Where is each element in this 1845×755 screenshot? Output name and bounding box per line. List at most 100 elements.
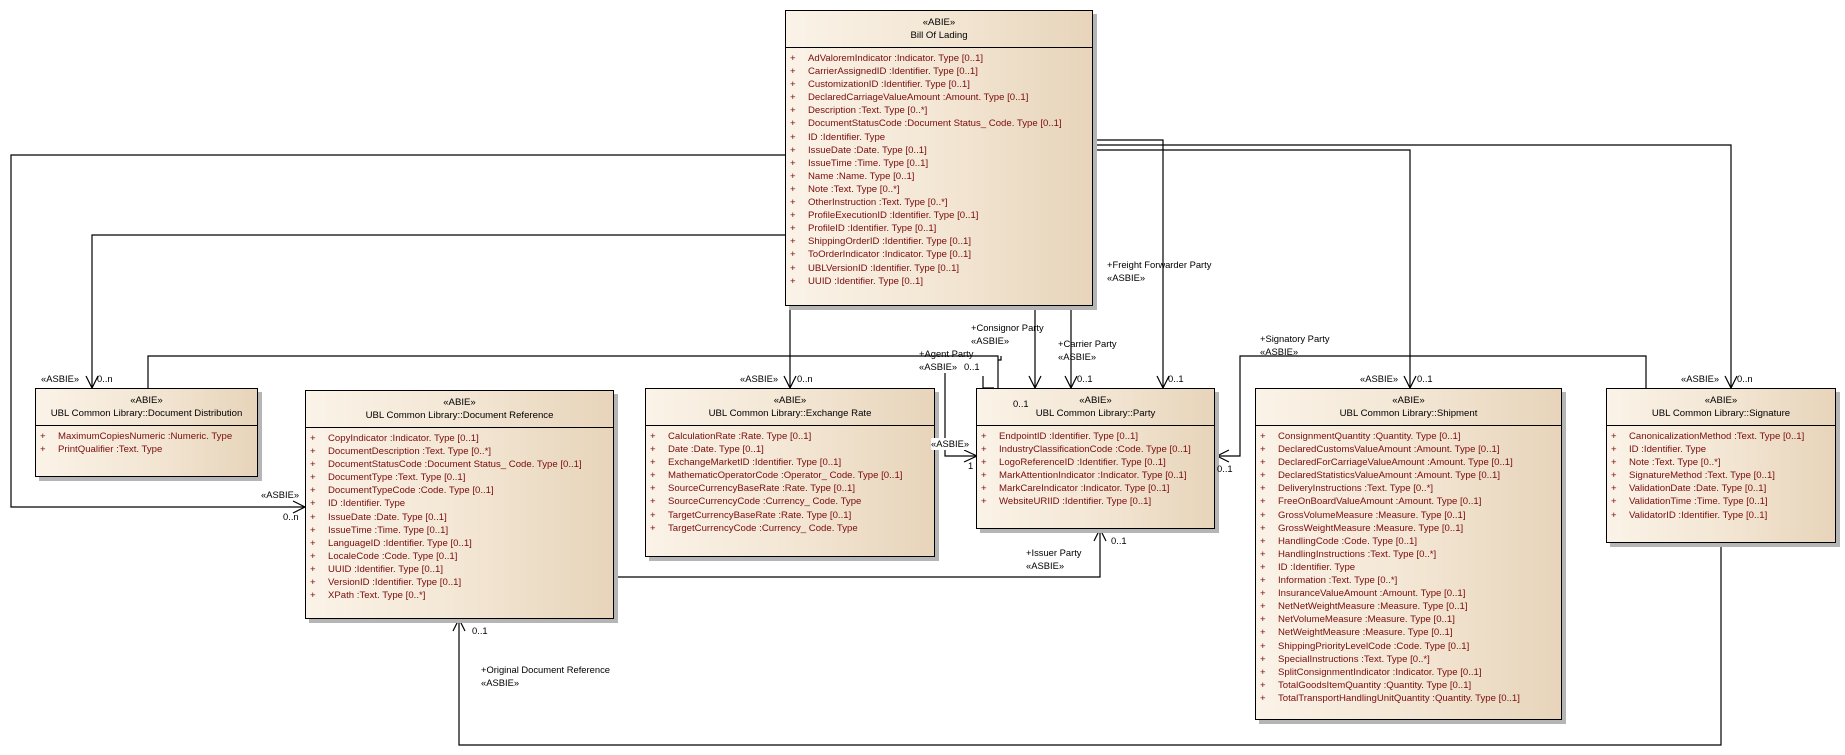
attribute-row[interactable]: +Date :Date. Type [0..1] — [650, 443, 934, 456]
class-document-distribution[interactable]: «ABIE» UBL Common Library::Document Dist… — [35, 388, 258, 477]
attribute-row[interactable]: +CalculationRate :Rate. Type [0..1] — [650, 430, 934, 443]
attribute-row[interactable]: +EndpointID :Identifier. Type [0..1] — [981, 430, 1214, 443]
class-header: «ABIE» UBL Common Library::Party — [977, 389, 1214, 426]
assoc-signature[interactable] — [1094, 144, 1732, 388]
class-bill-of-lading[interactable]: «ABIE» Bill Of Lading +AdValoremIndicato… — [785, 10, 1093, 306]
attribute-row[interactable]: +SourceCurrencyCode :Currency_ Code. Typ… — [650, 495, 934, 508]
stereotype: «ABIE» — [1079, 395, 1112, 406]
attribute-row[interactable]: +NetWeightMeasure :Measure. Type [0..1] — [1260, 626, 1561, 639]
attribute-row[interactable]: +CustomizationID :Identifier. Type [0..1… — [790, 78, 1092, 91]
attribute-row[interactable]: +MathematicOperatorCode :Operator_ Code.… — [650, 469, 934, 482]
assoc-agent-party[interactable] — [147, 355, 999, 388]
attribute-row[interactable]: +UUID :Identifier. Type [0..1] — [790, 275, 1092, 288]
attribute-row[interactable]: +NetNetWeightMeasure :Measure. Type [0..… — [1260, 600, 1561, 613]
attribute-row[interactable]: +DocumentStatusCode :Document Status_ Co… — [310, 458, 613, 471]
attribute-row[interactable]: +MarkCareIndicator :Indicator. Type [0..… — [981, 482, 1214, 495]
attribute-row[interactable]: +ProfileID :Identifier. Type [0..1] — [790, 222, 1092, 235]
attribute-row[interactable]: +InsuranceValueAmount :Amount. Type [0..… — [1260, 587, 1561, 600]
attribute-row[interactable]: +DeclaredForCarriageValueAmount :Amount.… — [1260, 456, 1561, 469]
attribute-row[interactable]: +CarrierAssignedID :Identifier. Type [0.… — [790, 65, 1092, 78]
assoc-bol-docref[interactable] — [10, 154, 786, 508]
attribute-row[interactable]: +GrossWeightMeasure :Measure. Type [0..1… — [1260, 522, 1561, 535]
attribute-row[interactable]: +DocumentStatusCode :Document Status_ Co… — [790, 117, 1092, 130]
attribute-text: DeliveryInstructions :Text. Type [0..*] — [1278, 483, 1433, 495]
attribute-row[interactable]: +VersionID :Identifier. Type [0..1] — [310, 576, 613, 589]
attribute-row[interactable]: +FreeOnBoardValueAmount :Amount. Type [0… — [1260, 495, 1561, 508]
attribute-row[interactable]: +DocumentType :Text. Type [0..1] — [310, 471, 613, 484]
attribute-row[interactable]: +Note :Text. Type [0..*] — [1611, 456, 1835, 469]
attribute-row[interactable]: +IssueTime :Time. Type [0..1] — [310, 524, 613, 537]
attribute-row[interactable]: +IssueDate :Date. Type [0..1] — [790, 144, 1092, 157]
assoc-er-party[interactable] — [944, 373, 977, 457]
attribute-row[interactable]: +NetVolumeMeasure :Measure. Type [0..1] — [1260, 613, 1561, 626]
attribute-row[interactable]: +ToOrderIndicator :Indicator. Type [0..1… — [790, 248, 1092, 261]
attribute-row[interactable]: +MarkAttentionIndicator :Indicator. Type… — [981, 469, 1214, 482]
attribute-row[interactable]: +Name :Name. Type [0..1] — [790, 170, 1092, 183]
attribute-row[interactable]: +ConsignmentQuantity :Quantity. Type [0.… — [1260, 430, 1561, 443]
attribute-row[interactable]: +Information :Text. Type [0..*] — [1260, 574, 1561, 587]
attribute-row[interactable]: +IssueDate :Date. Type [0..1] — [310, 511, 613, 524]
attribute-row[interactable]: +LogoReferenceID :Identifier. Type [0..1… — [981, 456, 1214, 469]
attribute-row[interactable]: +GrossVolumeMeasure :Measure. Type [0..1… — [1260, 509, 1561, 522]
attribute-row[interactable]: +AdValoremIndicator :Indicator. Type [0.… — [790, 52, 1092, 65]
attribute-list: +EndpointID :Identifier. Type [0..1]+Ind… — [977, 426, 1214, 509]
assoc-original-docref[interactable] — [458, 543, 1722, 746]
assoc-bol-docdist[interactable] — [91, 234, 786, 388]
attribute-row[interactable]: +ID :Identifier. Type — [790, 131, 1092, 144]
assoc-signatory[interactable] — [1217, 355, 1647, 457]
attribute-row[interactable]: +LanguageID :Identifier. Type [0..1] — [310, 537, 613, 550]
attribute-row[interactable]: +DeclaredCustomsValueAmount :Amount. Typ… — [1260, 443, 1561, 456]
attribute-row[interactable]: +ShippingOrderID :Identifier. Type [0..1… — [790, 235, 1092, 248]
attribute-row[interactable]: +Description :Text. Type [0..*] — [790, 104, 1092, 117]
attribute-row[interactable]: +TotalTransportHandlingUnitQuantity :Qua… — [1260, 692, 1561, 705]
class-shipment[interactable]: «ABIE» UBL Common Library::Shipment +Con… — [1255, 388, 1562, 720]
attribute-row[interactable]: +TargetCurrencyBaseRate :Rate. Type [0..… — [650, 509, 934, 522]
attribute-row[interactable]: +SourceCurrencyBaseRate :Rate. Type [0..… — [650, 482, 934, 495]
attribute-row[interactable]: +WebsiteURIID :Identifier. Type [0..1] — [981, 495, 1214, 508]
attribute-row[interactable]: +ID :Identifier. Type — [310, 497, 613, 510]
attribute-row[interactable]: +ValidationTime :Time. Type [0..1] — [1611, 495, 1835, 508]
attribute-row[interactable]: +SpecialInstructions :Text. Type [0..*] — [1260, 653, 1561, 666]
class-exchange-rate[interactable]: «ABIE» UBL Common Library::Exchange Rate… — [645, 388, 935, 557]
attribute-row[interactable]: +UBLVersionID :Identifier. Type [0..1] — [790, 262, 1092, 275]
attribute-row[interactable]: +ID :Identifier. Type — [1611, 443, 1835, 456]
attribute-row[interactable]: +PrintQualifier :Text. Type — [40, 443, 257, 456]
attribute-row[interactable]: +Note :Text. Type [0..*] — [790, 183, 1092, 196]
attribute-row[interactable]: +DeclaredStatisticsValueAmount :Amount. … — [1260, 469, 1561, 482]
attribute-row[interactable]: +ValidatorID :Identifier. Type [0..1] — [1611, 509, 1835, 522]
attribute-row[interactable]: +TotalGoodsItemQuantity :Quantity. Type … — [1260, 679, 1561, 692]
attribute-row[interactable]: +HandlingCode :Code. Type [0..1] — [1260, 535, 1561, 548]
attribute-row[interactable]: +SplitConsignmentIndicator :Indicator. T… — [1260, 666, 1561, 679]
arrow-head — [1093, 527, 1107, 542]
attribute-row[interactable]: +ID :Identifier. Type — [1260, 561, 1561, 574]
attribute-row[interactable]: +MaximumCopiesNumeric :Numeric. Type — [40, 430, 257, 443]
attribute-row[interactable]: +ValidationDate :Date. Type [0..1] — [1611, 482, 1835, 495]
attribute-row[interactable]: +OtherInstruction :Text. Type [0..*] — [790, 196, 1092, 209]
attribute-row[interactable]: +UUID :Identifier. Type [0..1] — [310, 563, 613, 576]
attribute-row[interactable]: +IssueTime :Time. Type [0..1] — [790, 157, 1092, 170]
class-document-reference[interactable]: «ABIE» UBL Common Library::Document Refe… — [305, 390, 614, 619]
attribute-row[interactable]: +TargetCurrencyCode :Currency_ Code. Typ… — [650, 522, 934, 535]
attribute-row[interactable]: +XPath :Text. Type [0..*] — [310, 589, 613, 602]
assoc-agent-party-b[interactable] — [998, 356, 1002, 361]
attribute-row[interactable]: +CanonicalizationMethod :Text. Type [0..… — [1611, 430, 1835, 443]
attribute-text: Date :Date. Type [0..1] — [668, 444, 764, 456]
attribute-row[interactable]: +LocaleCode :Code. Type [0..1] — [310, 550, 613, 563]
attribute-row[interactable]: +DocumentTypeCode :Code. Type [0..1] — [310, 484, 613, 497]
attribute-row[interactable]: +DocumentDescription :Text. Type [0..*] — [310, 445, 613, 458]
attribute-row[interactable]: +DeliveryInstructions :Text. Type [0..*] — [1260, 482, 1561, 495]
attribute-text: SourceCurrencyBaseRate :Rate. Type [0..1… — [668, 483, 855, 495]
assoc-shipment[interactable] — [1094, 149, 1411, 388]
attribute-row[interactable]: +ExchangeMarketID :Identifier. Type [0..… — [650, 456, 934, 469]
assoc-freight[interactable] — [1093, 139, 1164, 388]
attribute-row[interactable]: +DeclaredCarriageValueAmount :Amount. Ty… — [790, 91, 1092, 104]
attribute-row[interactable]: +ShippingPriorityLevelCode :Code. Type [… — [1260, 640, 1561, 653]
attribute-row[interactable]: +SignatureMethod :Text. Type [0..1] — [1611, 469, 1835, 482]
attribute-row[interactable]: +ProfileExecutionID :Identifier. Type [0… — [790, 209, 1092, 222]
assoc-issuer[interactable] — [613, 529, 1101, 578]
attribute-row[interactable]: +HandlingInstructions :Text. Type [0..*] — [1260, 548, 1561, 561]
attribute-row[interactable]: +IndustryClassificationCode :Code. Type … — [981, 443, 1214, 456]
class-signature[interactable]: «ABIE» UBL Common Library::Signature +Ca… — [1606, 388, 1836, 543]
attribute-row[interactable]: +CopyIndicator :Indicator. Type [0..1] — [310, 432, 613, 445]
class-party[interactable]: «ABIE» UBL Common Library::Party +Endpoi… — [976, 388, 1215, 529]
